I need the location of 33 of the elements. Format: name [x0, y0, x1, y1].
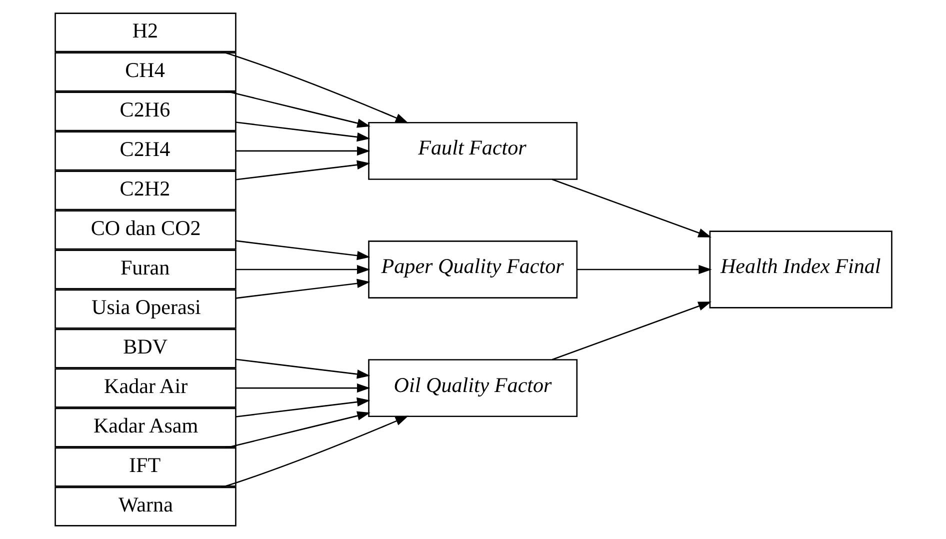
- arrow: [235, 122, 370, 142]
- arrow: [235, 383, 370, 393]
- arrow: [224, 90, 370, 128]
- arrow: [220, 50, 408, 124]
- node-box: Kadar Asam: [54, 408, 236, 448]
- node-box: C2H2: [54, 170, 236, 210]
- node-box: C2H6: [54, 92, 236, 132]
- node-box: IFT: [54, 447, 236, 487]
- node-box: Paper Quality Factor: [368, 240, 578, 298]
- arrow: [235, 264, 370, 274]
- arrow: [235, 146, 370, 156]
- node-box: BDV: [54, 328, 236, 368]
- arrow: [235, 358, 370, 379]
- node-box: CO dan CO2: [54, 210, 236, 250]
- arrow: [220, 416, 408, 488]
- arrow: [551, 302, 711, 360]
- arrow: [224, 411, 370, 449]
- arrow: [235, 278, 370, 299]
- node-box: Usia Operasi: [54, 289, 236, 329]
- node-box: Fault Factor: [368, 122, 578, 180]
- arrow: [235, 240, 370, 260]
- node-box: Health Index Final: [708, 230, 892, 308]
- arrow: [576, 264, 712, 274]
- arrow: [235, 160, 370, 180]
- node-box: C2H4: [54, 131, 236, 171]
- node-box: Kadar Air: [54, 368, 236, 408]
- node-box: Warna: [54, 486, 236, 526]
- node-box: Oil Quality Factor: [368, 359, 578, 418]
- node-box: CH4: [54, 52, 236, 92]
- node-box: Furan: [54, 250, 236, 290]
- node-box: H2: [54, 12, 236, 52]
- arrow: [235, 397, 370, 418]
- arrow: [551, 178, 711, 238]
